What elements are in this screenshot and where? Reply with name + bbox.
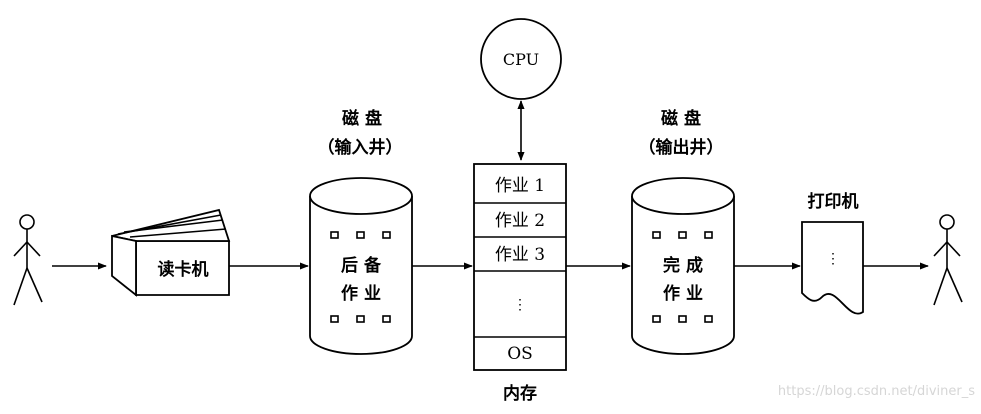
disk-in-cylinder: 后 备 作 业 <box>309 177 413 355</box>
disk-out-subtitle: （输出井） <box>639 137 724 158</box>
printer-icon: ⋮ <box>801 221 864 315</box>
printer-dots: ⋮ <box>826 251 840 267</box>
memory-slot-2: 作业 2 <box>495 211 545 231</box>
disk-in-subtitle: （输入井） <box>318 137 403 158</box>
disk-out-cylinder: 完 成 作 业 <box>631 177 735 355</box>
memory-slot-1: 作业 1 <box>495 176 545 196</box>
user-left-icon <box>13 214 43 306</box>
watermark: https://blog.csdn.net/diviner_s <box>778 384 975 399</box>
memory-slot-os: OS <box>507 344 533 364</box>
memory-label: 内存 <box>503 383 537 404</box>
memory-block: 作业 1 作业 2 作业 3 ⋮ OS <box>473 163 567 371</box>
disk-out-line1: 完 成 <box>663 255 703 276</box>
card-reader-label: 读卡机 <box>158 259 209 280</box>
cpu-label: CPU <box>503 50 539 69</box>
disk-in-title: 磁 盘 <box>342 108 382 129</box>
disk-out-title: 磁 盘 <box>661 108 701 129</box>
printer-label: 打印机 <box>808 191 859 212</box>
disk-in-line2: 作 业 <box>341 283 381 304</box>
memory-slot-3: 作业 3 <box>495 245 545 265</box>
memory-dots: ⋮ <box>513 297 527 313</box>
disk-in-line1: 后 备 <box>341 255 382 276</box>
cpu-node: CPU <box>480 18 562 100</box>
user-right-icon <box>933 214 963 306</box>
disk-out-line2: 作 业 <box>663 283 703 304</box>
card-reader-icon: 读卡机 <box>111 208 231 297</box>
